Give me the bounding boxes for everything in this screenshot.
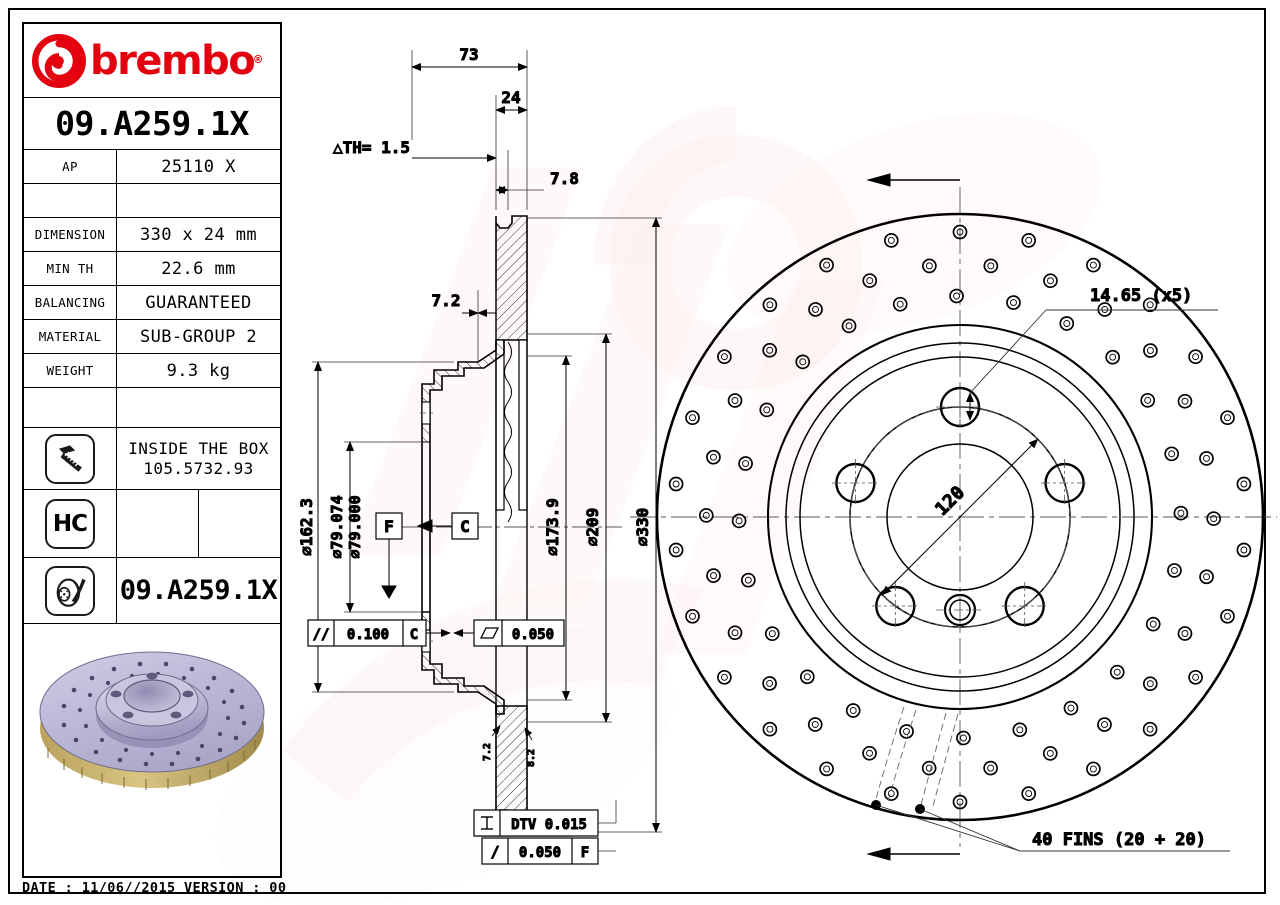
inside-the-box-text: INSIDE THE BOX 105.5732.93 <box>117 428 280 489</box>
spec-key: BALANCING <box>24 286 117 319</box>
dim-162-3: ⌀162.3 <box>297 498 316 556</box>
spec-key <box>24 388 117 427</box>
spec-value <box>117 184 280 217</box>
dim-209: ⌀209 <box>583 508 602 547</box>
spec-value: 25110 X <box>161 156 236 177</box>
screw-icon-cell <box>24 428 117 489</box>
spec-value: 9.3 kg <box>166 360 231 381</box>
dim-79-000: ⌀79.000 <box>346 495 364 558</box>
inside-the-box-row: INSIDE THE BOX 105.5732.93 <box>24 428 280 490</box>
registered-mark: ® <box>254 53 263 68</box>
inside-the-box-line2: 105.5732.93 <box>143 458 254 478</box>
gdt-parallel-symbol: // <box>313 627 330 643</box>
gdt-parallel-datum: C <box>410 627 418 643</box>
datum-f-label: F <box>384 517 394 536</box>
disc-row-code: 09.A259.1X <box>119 574 278 606</box>
spec-key: DIMENSION <box>24 218 117 251</box>
part-code-cell: 09.A259.1X <box>24 98 280 150</box>
gdt-dtv-value: DTV 0.015 <box>511 817 587 833</box>
hole-size-label: 14.65 (x5) <box>1090 286 1192 306</box>
dim-73: 73 <box>459 45 478 64</box>
spec-value: GUARANTEED <box>145 292 252 313</box>
dim-24: 24 <box>501 88 520 107</box>
spec-row-blank-2 <box>24 388 280 428</box>
spec-row-balancing: BALANCING GUARANTEED <box>24 286 280 320</box>
date-version-footer: DATE : 11/06//2015 VERSION : 00 <box>22 880 287 896</box>
hc-row: HC <box>24 490 280 558</box>
small-label-right: 8.2 <box>526 749 537 767</box>
spec-value <box>117 388 280 427</box>
spec-row-ap: AP 25110 X <box>24 150 280 184</box>
dim-173-9: ⌀173.9 <box>543 498 562 556</box>
hc-value-right <box>199 490 280 557</box>
spec-value: 330 x 24 mm <box>140 224 257 245</box>
screw-icon <box>45 433 95 484</box>
spec-row-dimension: DIMENSION 330 x 24 mm <box>24 218 280 252</box>
spec-key: AP <box>24 150 117 183</box>
small-label-left: 7.2 <box>482 743 493 761</box>
gdt-runout-symbol: / <box>490 843 499 861</box>
title-block: brembo ® 09.A259.1X AP 25110 X DIMENSION… <box>22 22 282 878</box>
spec-key <box>24 184 117 217</box>
brake-disc-icon <box>45 565 95 616</box>
inside-the-box-line1: INSIDE THE BOX <box>128 438 269 458</box>
gdt-flatness-value: 0.050 <box>512 627 554 643</box>
dim-330: ⌀330 <box>633 508 652 547</box>
brembo-mark-icon <box>32 33 86 88</box>
spec-key: MATERIAL <box>24 320 117 353</box>
product-photo <box>24 624 280 800</box>
spec-row-blank-1 <box>24 184 280 218</box>
dim-th-tolerance: △TH= 1.5 <box>333 138 410 157</box>
brembo-wordmark: brembo <box>90 37 256 84</box>
hc-badge-icon: HC <box>45 498 95 549</box>
spec-row-material: MATERIAL SUB-GROUP 2 <box>24 320 280 354</box>
datum-c-label: C <box>460 517 470 536</box>
hc-value-left <box>117 490 199 557</box>
spec-key: MIN TH <box>24 252 117 285</box>
brembo-logo: brembo ® <box>24 24 280 98</box>
part-code: 09.A259.1X <box>55 104 249 143</box>
hc-label: HC <box>52 510 88 537</box>
dim-7-2: 7.2 <box>432 291 461 310</box>
technical-drawing: 73 24 △TH= 1.5 7.8 7.2 ⌀162.3 <box>297 45 1277 865</box>
gdt-runout-value: 0.050 <box>519 845 561 861</box>
gdt-parallel-value: 0.100 <box>347 627 389 643</box>
gdt-runout-datum: F <box>581 845 589 861</box>
spec-row-weight: WEIGHT 9.3 kg <box>24 354 280 388</box>
spec-value: SUB-GROUP 2 <box>140 326 257 347</box>
disc-icon-cell <box>24 558 117 623</box>
hc-icon-cell: HC <box>24 490 117 557</box>
dim-79-074: ⌀79.074 <box>328 495 346 558</box>
spec-row-min-th: MIN TH 22.6 mm <box>24 252 280 286</box>
dim-7-8: 7.8 <box>550 169 579 188</box>
disc-code-row: 09.A259.1X <box>24 558 280 624</box>
pcd-label: 120 <box>931 482 969 520</box>
brake-disc-render <box>39 651 265 790</box>
spec-value: 22.6 mm <box>161 258 236 279</box>
fins-label: 40 FINS (20 + 20) <box>1032 830 1206 850</box>
drawing-frame <box>8 8 1266 894</box>
spec-key: WEIGHT <box>24 354 117 387</box>
